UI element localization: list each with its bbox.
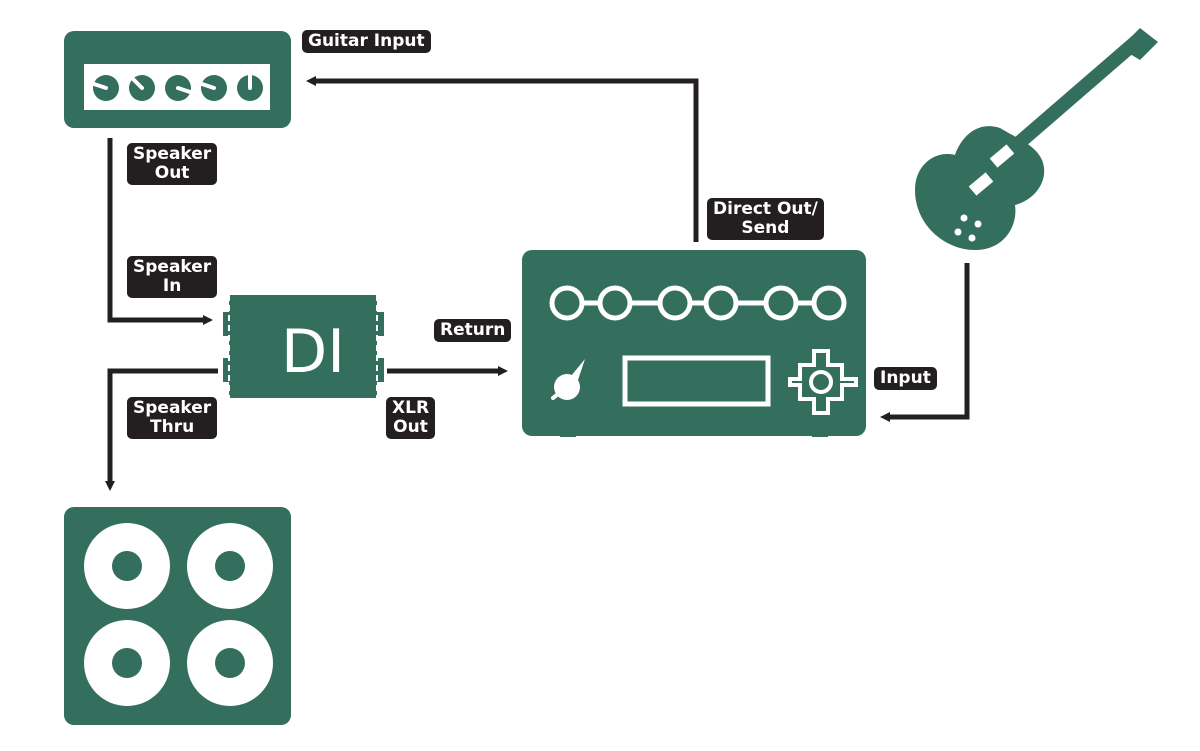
label-direct-out-line1: Direct Out/ [713,199,818,219]
label-guitar-input-text: Guitar Input [308,31,425,51]
footswitch-1 [549,285,585,321]
electric-guitar-icon [915,28,1158,250]
footswitch-5 [763,285,799,321]
label-speaker-thru-line1: Speaker [133,398,212,418]
label-xlr-out-line2: Out [393,417,428,437]
arrow-speaker-thru-to-cab [105,368,218,491]
processor-knob-icon [551,359,585,400]
label-speaker-in-line1: Speaker [133,257,212,277]
footswitch-6 [811,285,847,321]
label-speaker-in-line2: In [162,276,182,296]
amp-knob-2 [129,75,155,101]
label-return: Return [434,319,512,342]
label-speaker-thru: Speaker Thru [127,397,218,439]
speaker-cone-4 [187,620,273,706]
arrow-send-to-amp [306,76,699,242]
label-speaker-thru-line2: Thru [150,417,195,437]
label-return-text: Return [440,320,506,340]
amp-modeler-processor-icon [522,250,866,437]
label-direct-out-send: Direct Out/ Send [707,198,824,240]
speaker-cabinet-icon [64,507,291,725]
label-xlr-out-line1: XLR [392,398,430,418]
speaker-cone-3 [84,620,170,706]
label-direct-out-line2: Send [741,218,790,238]
label-speaker-out-line1: Speaker [133,144,212,164]
label-input-text: Input [880,368,931,388]
arrow-speaker-out-to-di [107,138,213,325]
amp-knob-3 [165,75,192,101]
arrow-guitar-to-input [880,263,970,422]
label-xlr-out: XLR Out [386,397,436,439]
speaker-cone-1 [84,523,170,609]
di-box-icon: DI [223,295,384,398]
footswitch-3 [657,285,693,321]
processor-display [622,355,771,407]
dpad-icon [788,349,858,415]
speaker-cone-2 [187,523,273,609]
amp-knob-5 [237,74,263,101]
footswitch-4 [703,285,739,321]
label-speaker-out: Speaker Out [127,143,218,185]
label-speaker-in: Speaker In [127,256,218,298]
di-box-text: DI [281,317,345,387]
amplifier-head-icon [64,31,291,128]
amp-knob-4 [200,75,227,101]
label-guitar-input: Guitar Input [302,30,431,53]
amp-knob-1 [92,75,119,101]
footswitch-2 [597,285,633,321]
label-speaker-out-line2: Out [154,163,190,183]
label-input: Input [874,367,937,390]
